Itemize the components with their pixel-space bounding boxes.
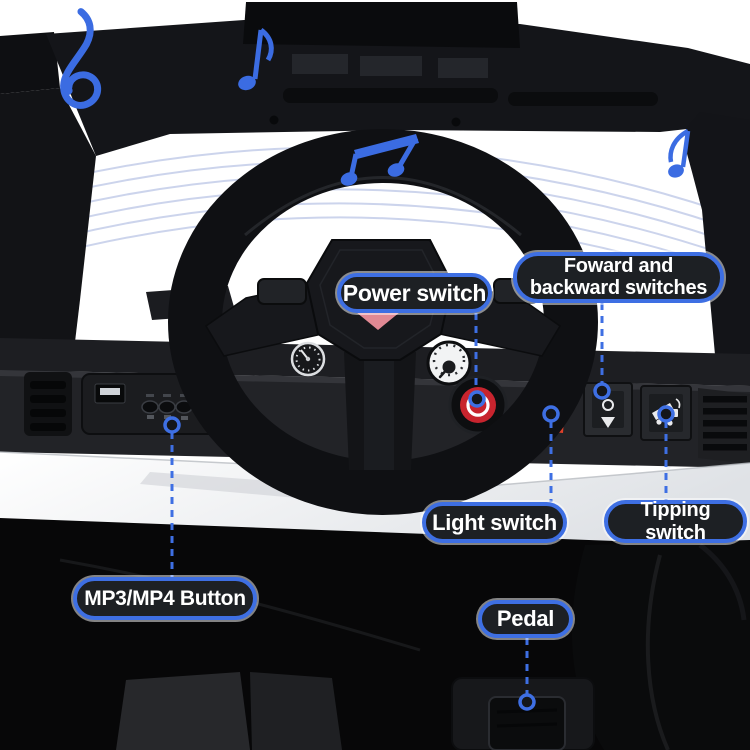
floor-mat (250, 672, 342, 750)
pedal-marker (518, 693, 536, 711)
right-a-pillar (686, 112, 750, 366)
forward-backward-marker (593, 382, 611, 400)
footwell-and-seat (0, 518, 750, 750)
music-decorations (60, 8, 691, 186)
callout-forward-backward-switches-label: Foward and backward switches (529, 254, 708, 299)
light-switch-marker (542, 405, 560, 423)
beamed-notes-icon (340, 134, 419, 186)
seat (571, 540, 750, 750)
callout-tipping-switch-label: Tipping switch (640, 498, 711, 544)
speedometer-gauge (426, 340, 472, 386)
callout-light-switch-label: Light switch (432, 509, 557, 535)
left-gauge (290, 341, 326, 377)
callout-tipping-switch: Tipping switch (604, 498, 747, 544)
neutral-icon (602, 399, 614, 411)
floor-mat (116, 672, 250, 750)
right-vent (698, 388, 750, 464)
callout-connectors (163, 303, 675, 711)
mp3-button-marker (163, 416, 181, 434)
callout-power-switch-label: Power switch (342, 279, 487, 306)
down-arrow-icon (601, 417, 615, 428)
callout-forward-backward-switches: Foward and backward switches (513, 252, 724, 303)
callout-pedal-label: Pedal (496, 606, 555, 631)
callout-pedal: Pedal (478, 600, 573, 638)
power-switch-marker (468, 390, 486, 408)
treble-clef-icon (60, 8, 102, 109)
callout-mp3-mp4-button: MP3/MP4 Button (73, 577, 257, 620)
usb-port (94, 383, 126, 404)
eighth-note-icon (668, 129, 691, 178)
callout-light-switch: Light switch (422, 502, 567, 543)
pedal (451, 677, 595, 750)
steering-wheel (168, 129, 598, 515)
callout-mp3-mp4-button-label: MP3/MP4 Button (84, 586, 246, 610)
callout-power-switch: Power switch (337, 273, 492, 313)
left-vent (24, 372, 72, 436)
eighth-note-icon (238, 27, 274, 91)
tipping-switch-marker (657, 405, 675, 423)
